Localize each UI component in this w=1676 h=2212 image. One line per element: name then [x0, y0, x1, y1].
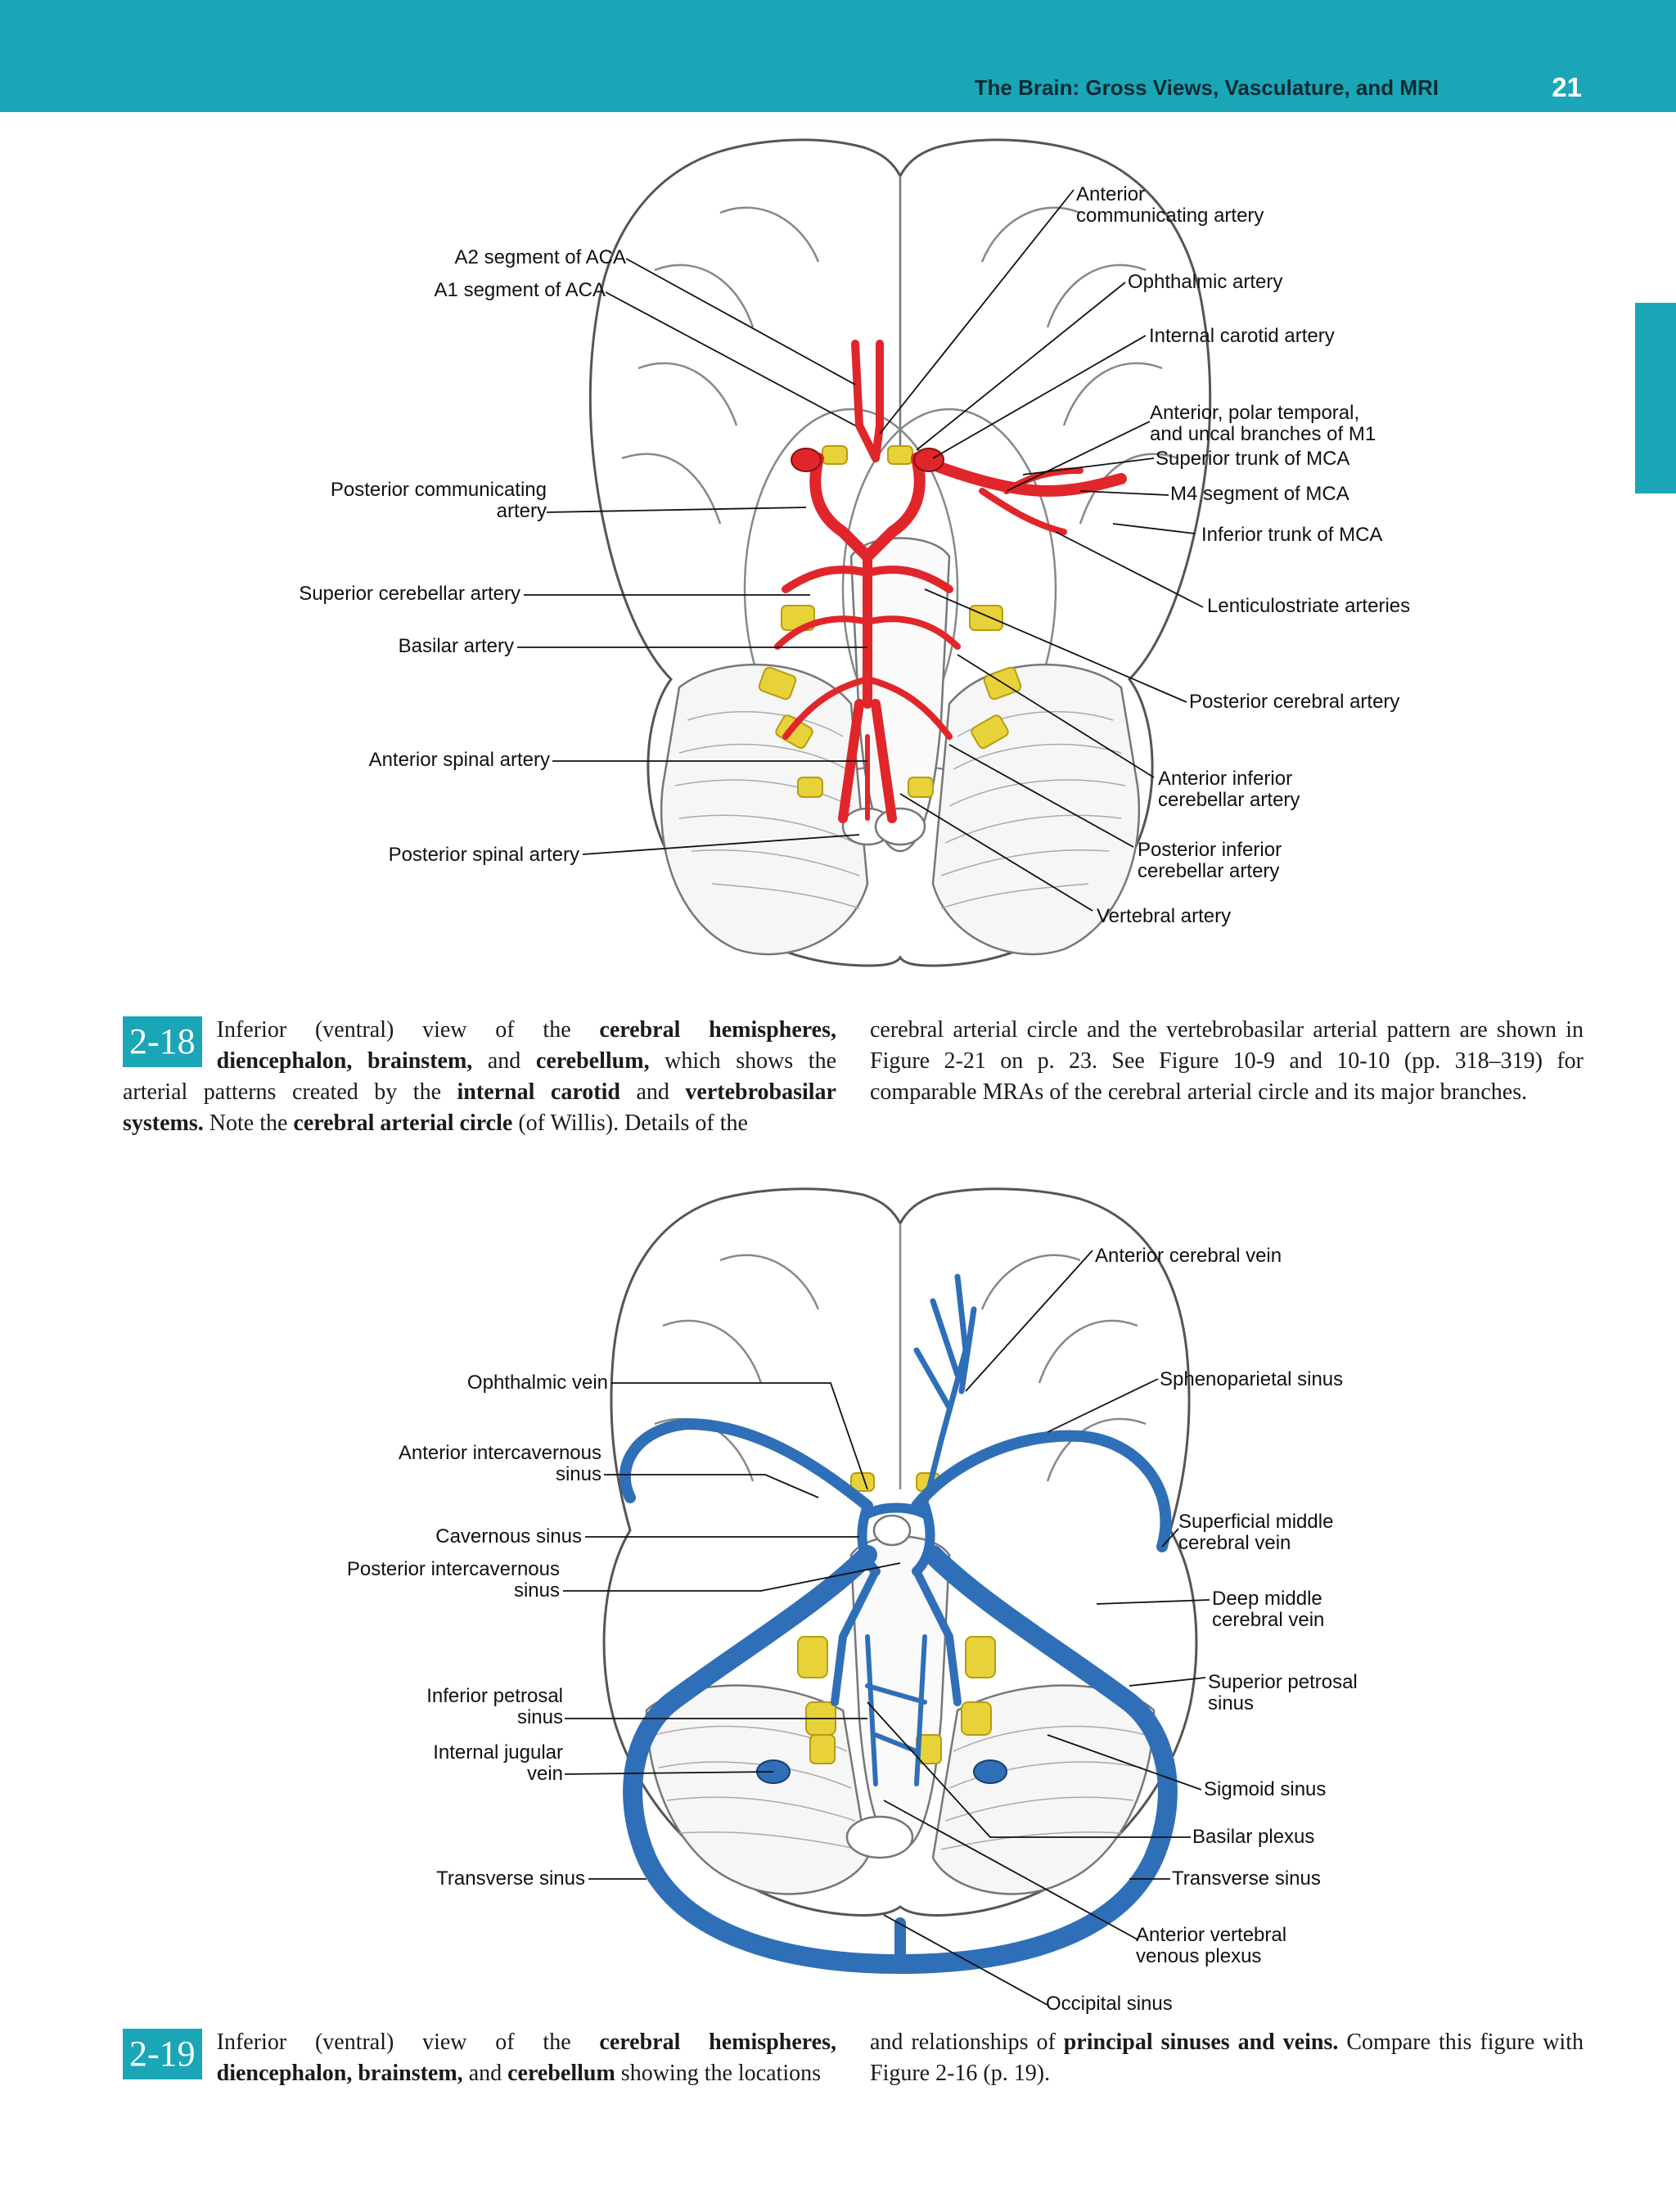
label-anterior-vertebral-2: venous plexus: [1136, 1945, 1261, 1967]
figure-2-18: A2 segment of ACA A1 segment of ACA Post…: [0, 0, 1676, 1007]
caption-bold: vertebrobasilar systems.: [123, 1079, 836, 1136]
label-vertebral-artery: Vertebral artery: [1097, 905, 1231, 927]
label-internal-jugular-1: Internal jugular: [433, 1741, 563, 1764]
caption-text: (of Willis). Details of the: [512, 1111, 748, 1136]
label-anterior-inferior-cerebellar-1: Anterior inferior: [1158, 768, 1292, 790]
venous-sinuses: [619, 1273, 1178, 1974]
label-anterior-inferior-cerebellar-2: cerebellar artery: [1158, 789, 1300, 811]
label-anterior-spinal-artery: Anterior spinal artery: [369, 749, 550, 771]
label-sphenoparietal-sinus: Sphenoparietal sinus: [1160, 1368, 1343, 1390]
caption-bold: principal sinuses and veins.: [1063, 2030, 1339, 2055]
label-posterior-inferior-cerebellar-1: Posterior inferior: [1138, 839, 1282, 861]
caption-text: Compare this figure with Figure 2-16 (p.…: [870, 2030, 1584, 2086]
label-deep-middle-1: Deep middle: [1212, 1588, 1322, 1610]
label-sigmoid-sinus: Sigmoid sinus: [1204, 1778, 1326, 1800]
caption-text: showing the locations: [615, 2061, 821, 2086]
label-superficial-middle-2: cerebral vein: [1178, 1532, 1291, 1554]
label-superficial-middle-1: Superficial middle: [1178, 1511, 1333, 1533]
page-header: The Brain: Gross Views, Vasculature, and…: [0, 0, 1676, 112]
label-superior-petrosal-2: sinus: [1208, 1692, 1254, 1714]
caption-bold: internal carotid: [457, 1079, 620, 1105]
label-anterior-cerebral-vein: Anterior cerebral vein: [1095, 1245, 1282, 1267]
arterial-circle-illustration: A2 segment of ACA A1 segment of ACA Post…: [299, 138, 1410, 967]
label-posterior-communicating-2: artery: [497, 500, 547, 522]
label-internal-jugular-2: vein: [527, 1763, 563, 1785]
caption-text: and: [472, 1048, 536, 1074]
label-polar-temporal-2: and uncal branches of M1: [1150, 423, 1376, 445]
figure-number-2-18: 2-18: [123, 1016, 202, 1067]
caption-text: and: [619, 1079, 686, 1105]
caption-text: Inferior (ventral) view of the: [216, 1017, 600, 1043]
label-transverse-sinus-left: Transverse sinus: [436, 1867, 585, 1890]
label-inferior-petrosal-1: Inferior petrosal: [426, 1685, 563, 1707]
caption-bold: cerebellum: [507, 2061, 615, 2086]
label-posterior-intercavernous-1: Posterior intercavernous: [347, 1558, 560, 1580]
leader-lines: [517, 189, 1204, 912]
caption-2-19: 2-19 Inferior (ventral) view of the cereb…: [123, 2027, 1584, 2093]
caption-text: which shows the arterial patterns create…: [123, 1048, 837, 1105]
page-number: 21: [1552, 72, 1582, 102]
caption-bold: cerebral arterial circle: [293, 1111, 513, 1136]
caption-2-19-right: and relationships of principal sinuses a…: [870, 2027, 1584, 2089]
label-transverse-sinus-right: Transverse sinus: [1172, 1867, 1321, 1890]
label-a1-segment: A1 segment of ACA: [435, 279, 606, 301]
label-posterior-communicating-1: Posterior communicating: [331, 479, 547, 501]
label-anterior-communicating-2: communicating artery: [1076, 205, 1264, 227]
caption-text: Inferior (ventral) view of the: [216, 2030, 600, 2055]
caption-2-19-left: 2-19 Inferior (ventral) view of the cereb…: [123, 2027, 836, 2089]
running-title: The Brain: Gross Views, Vasculature, and…: [974, 75, 1439, 100]
label-posterior-cerebral-artery: Posterior cerebral artery: [1189, 691, 1399, 713]
label-basilar-artery: Basilar artery: [399, 635, 514, 657]
label-posterior-inferior-cerebellar-2: cerebellar artery: [1138, 860, 1279, 882]
label-superior-petrosal-1: Superior petrosal: [1208, 1671, 1358, 1693]
label-anterior-intercavernous-2: sinus: [556, 1463, 601, 1485]
chapter-tab: [1635, 303, 1676, 493]
label-superior-cerebellar-artery: Superior cerebellar artery: [299, 583, 520, 605]
label-m4-segment-mca: M4 segment of MCA: [1170, 483, 1349, 505]
label-anterior-communicating-1: Anterior: [1076, 183, 1145, 205]
label-posterior-intercavernous-2: sinus: [514, 1579, 560, 1602]
label-posterior-spinal-artery: Posterior spinal artery: [389, 844, 579, 866]
figure-2-19: Ophthalmic vein Anterior intercavernous …: [0, 1170, 1676, 2021]
caption-2-18: 2-18 Inferior (ventral) view of the cereb…: [123, 1015, 1584, 1146]
caption-bold: cerebral hemispheres, diencephalon, brai…: [216, 2030, 836, 2086]
caption-2-18-left: 2-18 Inferior (ventral) view of the cereb…: [123, 1015, 836, 1139]
arteries: [774, 340, 1127, 823]
caption-text: and relationships of: [870, 2030, 1064, 2055]
label-internal-carotid-artery: Internal carotid artery: [1149, 325, 1335, 347]
label-inferior-petrosal-2: sinus: [517, 1706, 563, 1728]
caption-text: and: [462, 2061, 508, 2086]
label-occipital-sinus: Occipital sinus: [1046, 1993, 1173, 2015]
label-cavernous-sinus: Cavernous sinus: [435, 1525, 582, 1547]
figure-number-2-19: 2-19: [123, 2029, 202, 2079]
label-lenticulostriate-arteries: Lenticulostriate arteries: [1207, 595, 1410, 617]
caption-2-18-right: cerebral arterial circle and the vertebr…: [870, 1017, 1584, 1105]
label-basilar-plexus: Basilar plexus: [1192, 1826, 1314, 1848]
label-ophthalmic-artery: Ophthalmic artery: [1128, 271, 1282, 293]
label-inferior-trunk-mca: Inferior trunk of MCA: [1201, 524, 1382, 546]
caption-bold: cerebral hemispheres, diencephalon, brai…: [216, 1017, 836, 1074]
label-deep-middle-2: cerebral vein: [1212, 1609, 1324, 1631]
label-ophthalmic-vein: Ophthalmic vein: [467, 1372, 608, 1394]
label-anterior-vertebral-1: Anterior vertebral: [1136, 1924, 1286, 1946]
label-superior-trunk-mca: Superior trunk of MCA: [1156, 448, 1349, 470]
label-anterior-intercavernous-1: Anterior intercavernous: [399, 1442, 601, 1464]
caption-text: Note the: [203, 1111, 294, 1136]
caption-bold: cerebellum,: [535, 1048, 650, 1074]
label-polar-temporal-1: Anterior, polar temporal,: [1150, 402, 1359, 424]
venous-sinus-illustration: Ophthalmic vein Anterior intercavernous …: [347, 1187, 1358, 2015]
label-a2-segment: A2 segment of ACA: [455, 246, 626, 268]
